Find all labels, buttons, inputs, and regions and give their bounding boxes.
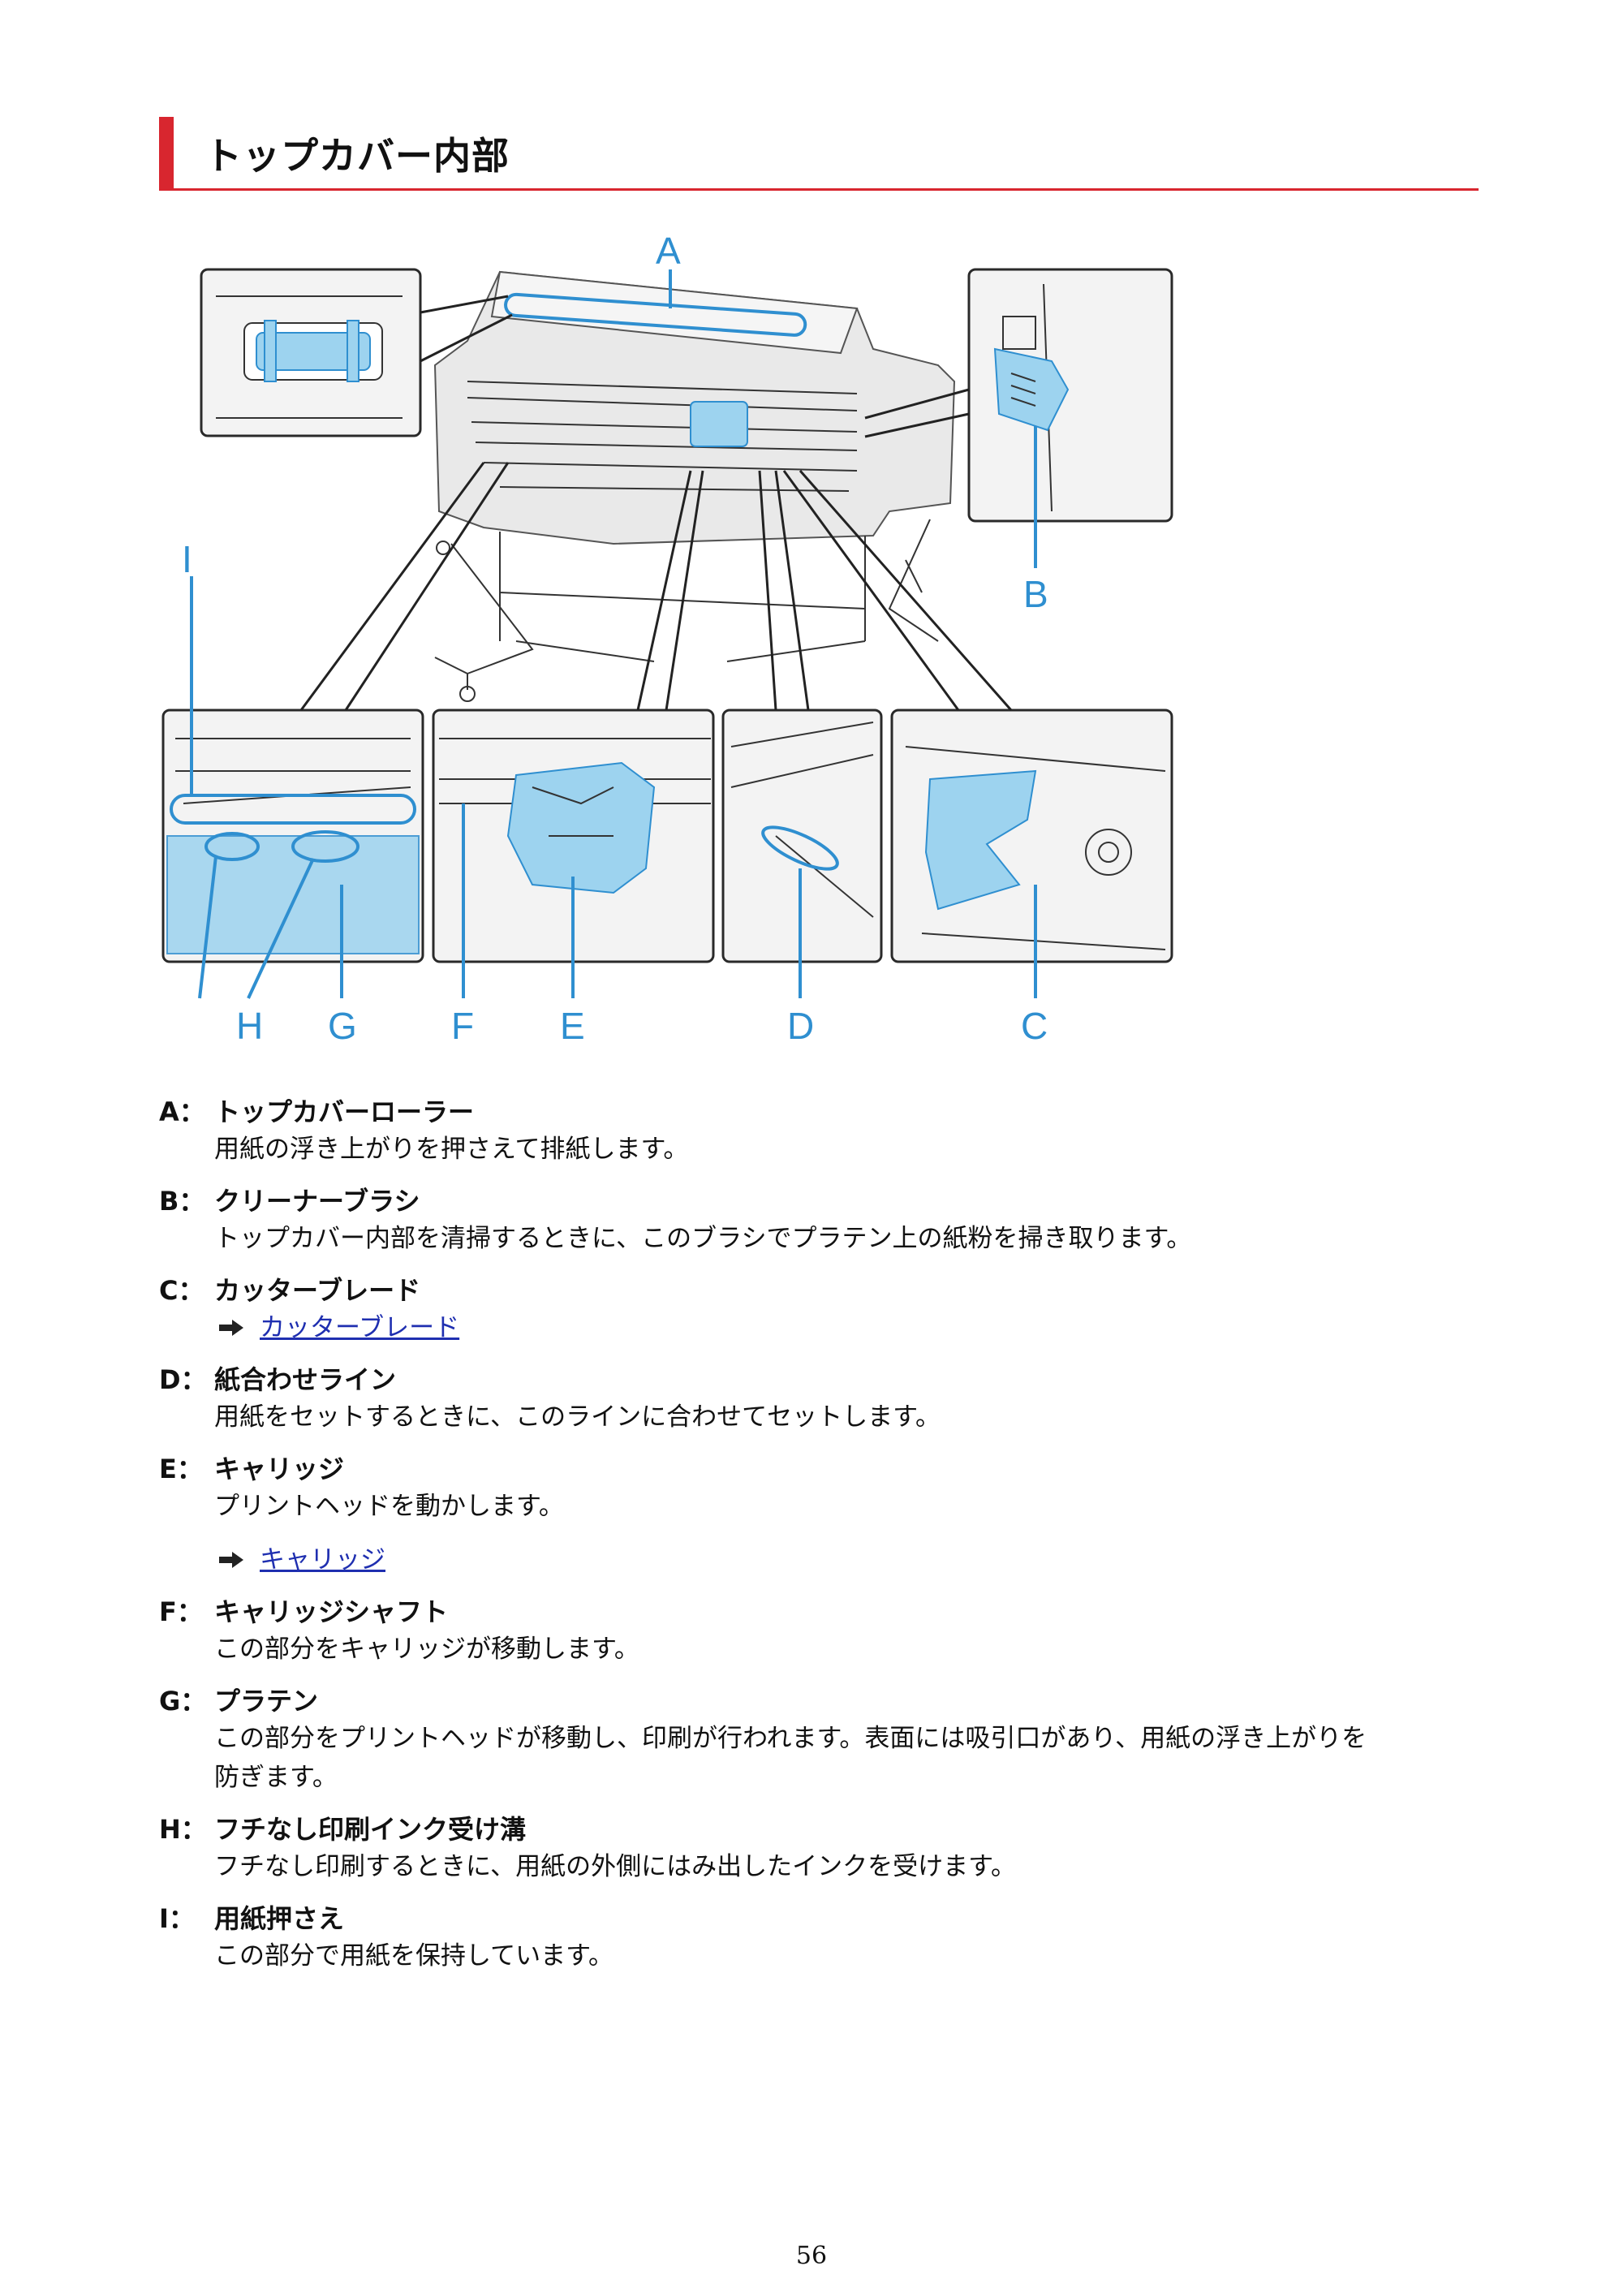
item-key: I： bbox=[159, 1903, 195, 1934]
page-number: 56 bbox=[795, 2242, 828, 2270]
inset-cleaner-brush bbox=[864, 268, 1173, 568]
inset-carriage bbox=[432, 470, 715, 998]
top-cover-interior-diagram: A B C D E F G H I bbox=[161, 230, 1173, 1047]
roller-outline-a bbox=[504, 292, 807, 337]
label-e: E bbox=[560, 1005, 585, 1047]
inset-paper-line bbox=[721, 470, 883, 998]
label-d: D bbox=[787, 1005, 814, 1047]
item-description: フチなし印刷するときに、用紙の外側にはみ出したインクを受けます。 bbox=[214, 1852, 1016, 1881]
item-key: G： bbox=[159, 1686, 207, 1717]
item-description: この部分をキャリッジが移動します。 bbox=[214, 1635, 639, 1664]
item-key: D： bbox=[159, 1364, 207, 1395]
label-i: I bbox=[182, 538, 192, 580]
item-key: C： bbox=[159, 1275, 204, 1306]
label-b: B bbox=[1023, 573, 1048, 615]
inset-cutter-blade bbox=[782, 470, 1173, 998]
item-description: この部分で用紙を保持しています。 bbox=[214, 1941, 613, 1971]
label-a: A bbox=[656, 230, 681, 272]
item-term: トップカバーローラー bbox=[214, 1096, 475, 1127]
item-description: 用紙をセットするときに、このラインに合わせてセットします。 bbox=[214, 1402, 941, 1432]
item-description-continued: 防ぎます。 bbox=[214, 1763, 338, 1792]
list-item: H：フチなし印刷インク受け溝 フチなし印刷するときに、用紙の外側にはみ出したイン… bbox=[159, 1811, 1490, 1886]
item-term: 用紙押さえ bbox=[214, 1903, 345, 1934]
item-term: 紙合わせライン bbox=[214, 1364, 397, 1395]
list-item: D：紙合わせライン 用紙をセットするときに、このラインに合わせてセットします。 bbox=[159, 1362, 1490, 1437]
list-item: E： キャリッジ プリントヘッドを動かします。 キャリッジ bbox=[159, 1451, 1490, 1579]
label-f: F bbox=[451, 1005, 474, 1047]
carriage-link[interactable]: キャリッジ bbox=[260, 1545, 385, 1574]
list-item: F： キャリッジシャフト この部分をキャリッジが移動します。 bbox=[159, 1594, 1490, 1669]
list-item: I： 用紙押さえ この部分で用紙を保持しています。 bbox=[159, 1901, 1490, 1975]
label-h: H bbox=[236, 1005, 263, 1047]
item-description: 用紙の浮き上がりを押さえて排紙します。 bbox=[214, 1135, 689, 1164]
item-description: トップカバー内部を清掃するときに、このブラシでプラテン上の紙粉を掃き取ります。 bbox=[214, 1224, 1192, 1253]
label-g: G bbox=[328, 1005, 357, 1047]
parts-list: A： トップカバーローラー 用紙の浮き上がりを押さえて排紙します。 B： クリーナー… bbox=[159, 1094, 1490, 1990]
item-term: プラテン bbox=[214, 1686, 319, 1717]
heading-accent-bar bbox=[159, 117, 174, 190]
item-description: プリントヘッドを動かします。 bbox=[214, 1492, 564, 1521]
heading-underline bbox=[159, 188, 1479, 191]
list-item: B： クリーナーブラシ トップカバー内部を清掃するときに、このブラシでプラテン上の… bbox=[159, 1183, 1490, 1258]
item-term: キャリッジ bbox=[214, 1454, 345, 1484]
item-term: クリーナーブラシ bbox=[214, 1186, 420, 1217]
inset-platen-left bbox=[161, 462, 510, 999]
label-c: C bbox=[1021, 1005, 1048, 1047]
list-item: C： カッターブレード カッターブレード bbox=[159, 1273, 1490, 1347]
item-key: B： bbox=[159, 1186, 205, 1217]
page-title: トップカバー内部 bbox=[204, 134, 510, 178]
item-term: カッターブレード bbox=[214, 1275, 421, 1306]
cutter-blade-link[interactable]: カッターブレード bbox=[260, 1313, 460, 1342]
inset-roller-detail bbox=[200, 268, 513, 437]
item-key: A： bbox=[159, 1096, 205, 1127]
list-item: A： トップカバーローラー 用紙の浮き上がりを押さえて排紙します。 bbox=[159, 1094, 1490, 1169]
item-term: キャリッジシャフト bbox=[214, 1596, 449, 1627]
arrow-right-icon bbox=[219, 1320, 243, 1336]
printer-illustration bbox=[433, 270, 956, 702]
item-description: この部分をプリントヘッドが移動し、印刷が行われます。表面には吸引口があり、用紙の… bbox=[214, 1724, 1367, 1753]
arrow-right-icon bbox=[219, 1552, 243, 1568]
list-item: G：プラテン この部分をプリントヘッドが移動し、印刷が行われます。表面には吸引口… bbox=[159, 1683, 1490, 1797]
item-term: フチなし印刷インク受け溝 bbox=[214, 1814, 527, 1845]
carriage-mini bbox=[690, 401, 748, 447]
item-key: F： bbox=[159, 1596, 203, 1627]
item-key: H： bbox=[159, 1814, 207, 1845]
item-key: E： bbox=[159, 1454, 203, 1484]
